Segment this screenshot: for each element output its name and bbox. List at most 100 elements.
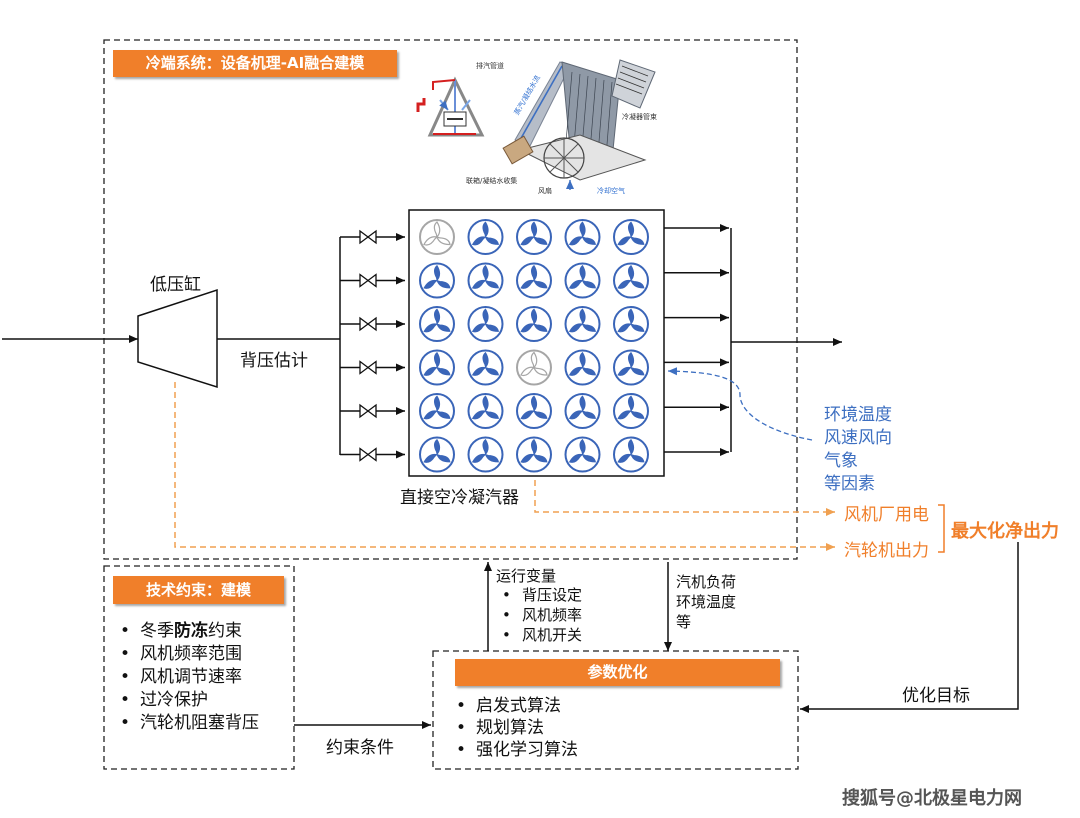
cold-end-frame <box>103 39 798 560</box>
valve-icon <box>359 229 377 245</box>
operating-vars-title: 运行变量 <box>496 567 557 585</box>
fan-icon <box>613 306 649 342</box>
list-item: 背压设定 <box>496 585 582 605</box>
fan-icon <box>516 306 552 342</box>
valve-icon <box>359 403 377 419</box>
backpressure-label: 背压估计 <box>240 351 308 371</box>
turbine-output-line <box>174 382 835 551</box>
fan-icon <box>467 219 504 255</box>
fan-icon <box>419 219 455 255</box>
constraint-arrow-label: 约束条件 <box>326 738 394 758</box>
constraints-frame <box>103 565 295 770</box>
fan-icon <box>613 349 649 386</box>
fan-icon <box>467 393 504 429</box>
valve-branch <box>340 316 405 332</box>
optimization-list: 启发式算法 规划算法 强化学习算法 <box>450 695 578 761</box>
fan-icon <box>613 219 649 255</box>
fan-icon <box>516 349 552 386</box>
valve-icon <box>359 447 377 462</box>
fan-icon <box>564 393 601 429</box>
inputs-list: 汽机负荷 环境温度 等 <box>676 572 736 632</box>
fan-icon <box>419 262 455 299</box>
fan-icon <box>613 262 649 299</box>
fan-icon <box>564 219 601 255</box>
list-item: 风机频率 <box>496 605 582 625</box>
fan-icon <box>516 262 552 299</box>
optimization-frame <box>432 650 799 770</box>
fan-icon <box>419 349 455 386</box>
constraint-text: 冬季 <box>140 621 174 641</box>
list-item: 风机频率范围 <box>114 643 259 666</box>
input-etc: 等 <box>676 613 692 631</box>
valve-branches <box>340 229 405 462</box>
fan-icon <box>613 393 649 429</box>
valve-branch <box>340 229 405 245</box>
input-ambient: 环境温度 <box>676 593 737 611</box>
list-item: 冬季防冻约束 <box>114 620 259 643</box>
constraints-list: 冬季防冻约束 风机频率范围 风机调节速率 过冷保护 汽轮机阻塞背压 <box>114 620 259 735</box>
valve-branch <box>340 273 405 288</box>
list-item: 风机调节速率 <box>114 666 259 689</box>
fan-icon <box>419 436 455 473</box>
illus-label-exhaust: 排汽管道 <box>476 62 504 70</box>
acc-aframe-illustration <box>502 59 656 190</box>
fan-grid <box>419 219 649 473</box>
illus-label-header: 联箱/凝结水收集 <box>466 177 518 185</box>
objective-arrow <box>800 542 1019 713</box>
valve-branch <box>340 447 405 462</box>
outlet-branches <box>664 224 729 456</box>
fan-icon <box>419 306 455 342</box>
illus-label-fan: 风扇 <box>538 187 552 195</box>
env-factor-arrow <box>667 367 813 441</box>
fan-icon <box>467 349 504 386</box>
fan-icon <box>467 262 504 299</box>
fan-icon <box>516 436 552 473</box>
cold-end-title: 冷端系统：设备机理-AI融合建模 <box>113 50 397 77</box>
fan-power-label: 风机厂用电 <box>844 505 929 525</box>
valve-icon <box>359 316 377 332</box>
env-factor-2: 风速风向 <box>824 428 892 448</box>
list-item: 启发式算法 <box>450 695 578 717</box>
constraint-emphasis: 防冻 <box>174 621 208 641</box>
valve-branch <box>340 360 405 375</box>
fan-icon <box>564 436 601 473</box>
valve-icon <box>359 273 377 288</box>
turbine-output-label: 汽轮机出力 <box>844 541 929 561</box>
fan-icon <box>516 219 552 255</box>
env-factor-3: 气象 <box>824 451 858 471</box>
fan-icon <box>419 393 455 429</box>
objective-arrow-label: 优化目标 <box>902 686 970 706</box>
fan-icon <box>564 349 601 386</box>
low-pressure-cylinder <box>137 288 218 389</box>
fan-icon <box>564 262 601 299</box>
operating-vars-list: 背压设定 风机频率 风机开关 <box>496 585 582 645</box>
acc-triangle-illustration <box>416 76 485 137</box>
optimization-title: 参数优化 <box>455 659 780 686</box>
constraint-text: 约束 <box>208 621 242 641</box>
fan-icon <box>516 393 552 429</box>
fan-icon <box>467 436 504 473</box>
condenser-label: 直接空冷凝汽器 <box>400 488 519 508</box>
list-item: 过冷保护 <box>114 689 259 712</box>
illus-label-air: 冷却空气 <box>597 187 625 195</box>
fan-power-line <box>534 480 835 516</box>
illus-label-bundle: 冷凝器管束 <box>622 113 657 121</box>
low-pressure-cylinder-label: 低压缸 <box>150 275 201 295</box>
objective-bracket <box>938 504 945 553</box>
watermark: 搜狐号@北极星电力网 <box>842 788 1022 809</box>
env-factor-4: 等因素 <box>824 474 875 494</box>
list-item: 风机开关 <box>496 625 582 645</box>
env-factor-1: 环境温度 <box>824 405 892 425</box>
fan-icon <box>467 306 504 342</box>
list-item: 强化学习算法 <box>450 739 578 761</box>
env-factors: 环境温度 风速风向 气象 等因素 <box>824 404 892 496</box>
objective-label: 最大化净出力 <box>951 521 1059 542</box>
valve-icon <box>359 360 377 375</box>
fan-icon <box>564 306 601 342</box>
input-load: 汽机负荷 <box>676 573 737 591</box>
valve-branch <box>340 403 405 419</box>
list-item: 汽轮机阻塞背压 <box>114 712 259 735</box>
constraints-title: 技术约束：建模 <box>113 576 284 604</box>
fan-icon <box>613 436 649 473</box>
